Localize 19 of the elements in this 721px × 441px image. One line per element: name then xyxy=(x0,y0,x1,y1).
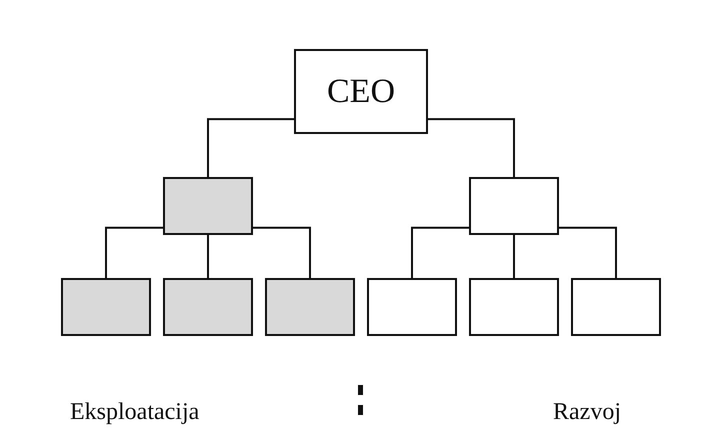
node-box xyxy=(366,278,456,336)
connector xyxy=(206,233,208,279)
connector xyxy=(410,226,470,279)
connector xyxy=(558,226,616,279)
connector xyxy=(206,118,294,178)
node-box xyxy=(60,278,150,336)
node-box xyxy=(162,177,252,235)
node-box: CEO xyxy=(294,49,428,134)
group-caption: Eksploatacija xyxy=(70,399,200,426)
connector xyxy=(252,226,310,279)
node-box xyxy=(570,278,660,336)
node-box xyxy=(264,278,354,336)
connector xyxy=(426,118,514,178)
node-box xyxy=(468,177,558,235)
node-box xyxy=(162,278,252,336)
connector xyxy=(104,226,164,279)
group-caption: Razvoj xyxy=(553,399,621,426)
connector xyxy=(512,233,514,279)
node-box xyxy=(468,278,558,336)
